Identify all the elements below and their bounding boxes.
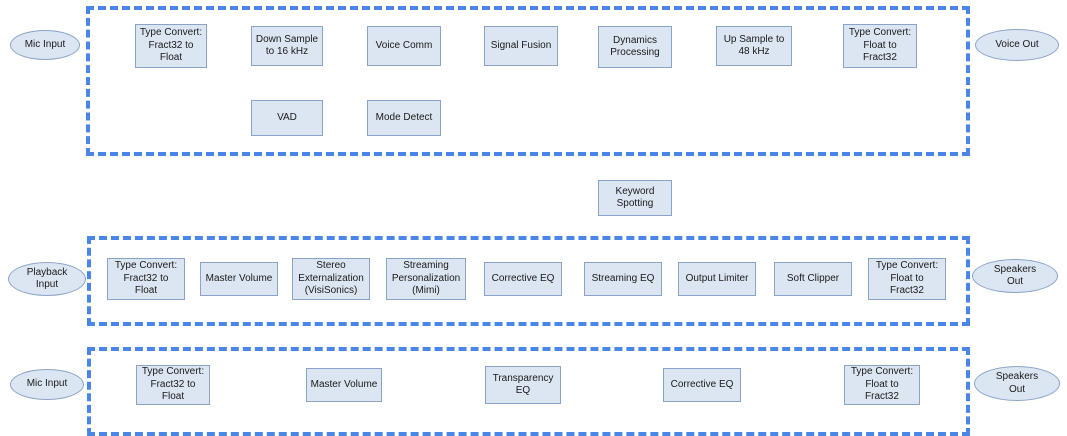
- node-voice-comm[interactable]: Voice Comm: [367, 26, 441, 66]
- node-master-volume-transparency[interactable]: Master Volume: [306, 368, 382, 402]
- speakers-out-playback[interactable]: Speakers Out: [972, 259, 1058, 293]
- node-corrective-eq-playback[interactable]: Corrective EQ: [484, 262, 562, 296]
- node-up-sample-48khz[interactable]: Up Sample to 48 kHz: [716, 26, 792, 66]
- node-vad[interactable]: VAD: [251, 100, 323, 136]
- node-output-limiter[interactable]: Output Limiter: [678, 262, 756, 296]
- node-type-convert-float-to-fract32-voice[interactable]: Type Convert: Float to Fract32: [843, 24, 917, 68]
- node-keyword-spotting[interactable]: Keyword Spotting: [598, 180, 672, 216]
- node-signal-fusion[interactable]: Signal Fusion: [484, 26, 558, 66]
- node-streaming-personalization[interactable]: Streaming Personalization (Mimi): [386, 258, 466, 300]
- node-stereo-externalization[interactable]: Stereo Externalization (VisiSonics): [292, 258, 370, 300]
- node-type-convert-float-to-fract32-playback[interactable]: Type Convert: Float to Fract32: [868, 258, 946, 300]
- node-transparency-eq[interactable]: Transparency EQ: [485, 366, 561, 404]
- speakers-out-transparency[interactable]: Speakers Out: [974, 366, 1060, 401]
- transparency-pipeline-group: [87, 347, 970, 436]
- node-type-convert-float-to-fract32-transparency[interactable]: Type Convert: Float to Fract32: [844, 365, 920, 405]
- node-master-volume-playback[interactable]: Master Volume: [200, 262, 278, 296]
- node-type-convert-fract32-to-float-voice[interactable]: Type Convert: Fract32 to Float: [135, 24, 207, 68]
- node-corrective-eq-transparency[interactable]: Corrective EQ: [663, 368, 741, 402]
- mic-input-transparency[interactable]: Mic Input: [10, 369, 84, 400]
- node-dynamics-processing[interactable]: Dynamics Processing: [598, 26, 672, 68]
- node-type-convert-fract32-to-float-playback[interactable]: Type Convert: Fract32 to Float: [107, 258, 185, 300]
- node-streaming-eq[interactable]: Streaming EQ: [584, 262, 662, 296]
- node-down-sample-16khz[interactable]: Down Sample to 16 kHz: [251, 26, 323, 66]
- node-mode-detect[interactable]: Mode Detect: [367, 100, 441, 136]
- playback-input[interactable]: Playback Input: [8, 262, 86, 296]
- node-type-convert-fract32-to-float-transparency[interactable]: Type Convert: Fract32 to Float: [136, 365, 210, 405]
- playback-pipeline-group: [87, 236, 970, 326]
- node-soft-clipper[interactable]: Soft Clipper: [774, 262, 852, 296]
- mic-input-voice[interactable]: Mic Input: [10, 30, 80, 60]
- voice-out[interactable]: Voice Out: [975, 29, 1059, 61]
- voice-pipeline-group: [86, 6, 970, 156]
